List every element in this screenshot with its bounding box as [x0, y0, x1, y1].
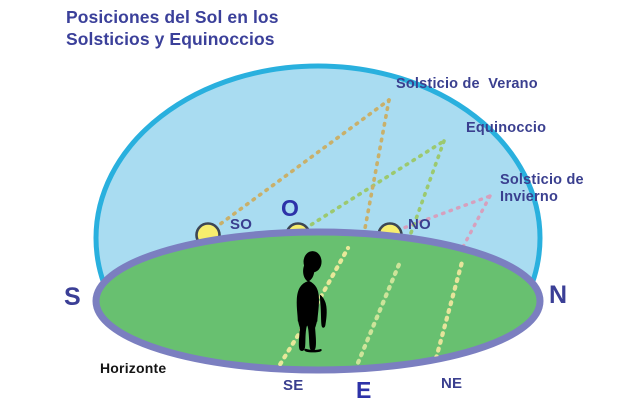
label-north: N — [549, 281, 568, 309]
path-northeast-ground — [431, 259, 465, 367]
label-winter-solstice: Solsticio de Invierno — [500, 172, 584, 206]
label-southeast: SE — [283, 377, 304, 394]
label-southwest: SO — [230, 216, 253, 233]
label-northwest: NO — [408, 216, 431, 233]
label-summer-solstice: Solsticio de Verano — [396, 76, 538, 92]
label-horizon: Horizonte — [100, 360, 167, 376]
page-title-line1: Posiciones del Sol en los — [66, 7, 279, 27]
label-east: E — [356, 377, 372, 403]
path-summer-descend — [358, 98, 391, 257]
label-west: O — [281, 195, 300, 221]
path-summer-upper — [206, 98, 391, 235]
path-equinox-ground — [352, 259, 403, 367]
label-south: S — [64, 283, 81, 311]
label-equinox: Equinoccio — [466, 120, 547, 136]
observer-figure — [296, 251, 327, 353]
page-title-line2: Solsticios y Equinoccios — [66, 29, 275, 50]
path-winter-upper — [388, 194, 492, 235]
label-northeast: NE — [441, 375, 463, 392]
